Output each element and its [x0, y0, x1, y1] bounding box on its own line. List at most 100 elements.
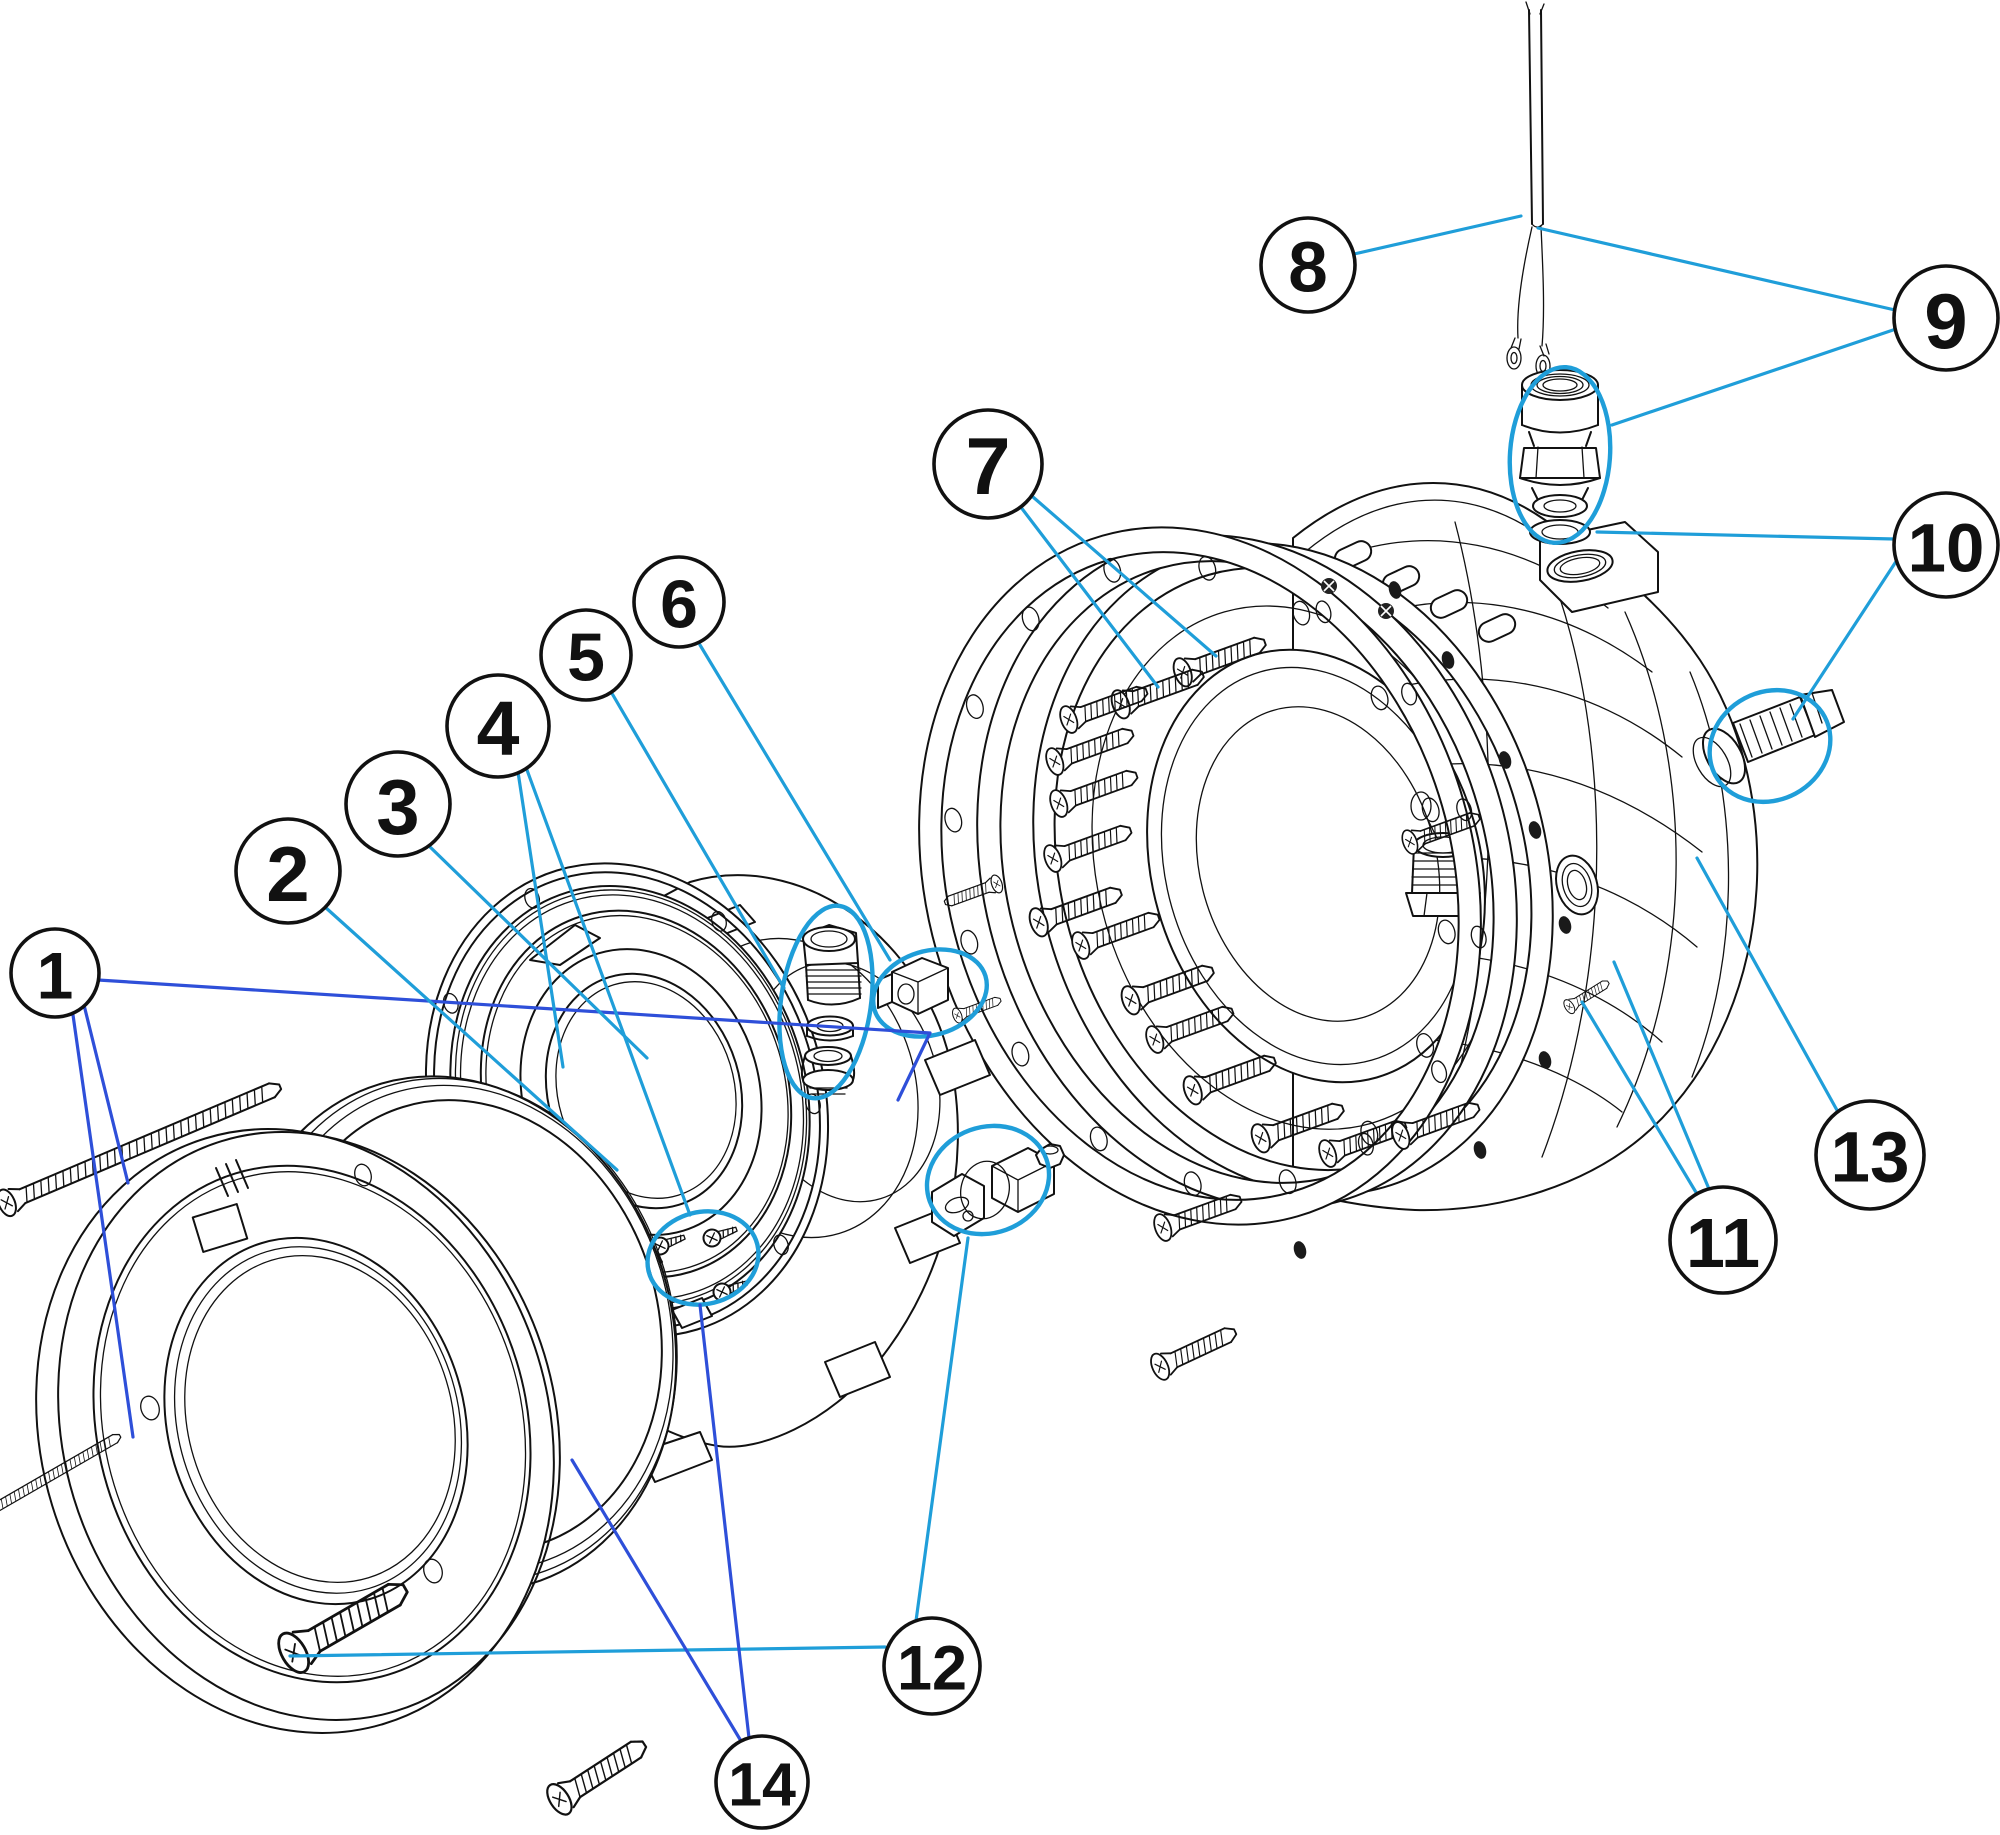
leader-line-2 [323, 905, 619, 1172]
leader-line-10 [1791, 558, 1899, 721]
bolt-hole [524, 887, 541, 909]
leader-line-11 [1580, 1000, 1699, 1196]
bolt-hole [1103, 557, 1122, 583]
callout-number: 6 [660, 567, 698, 643]
callout-number: 13 [1831, 1118, 1910, 1197]
leader-line-7 [1031, 495, 1218, 658]
callout-number: 4 [477, 686, 520, 772]
leader-line-1 [82, 1003, 130, 1185]
leader-line-9 [1610, 327, 1898, 427]
callout-number: 9 [1924, 277, 1967, 365]
callout-balloon [714, 1734, 810, 1830]
bolt-hole [773, 1234, 789, 1256]
callout-number: 5 [567, 620, 605, 696]
callout-balloon [234, 817, 342, 925]
callout-8: 8 [1259, 216, 1357, 314]
leader-line-8 [1352, 214, 1523, 256]
callout-number: 8 [1288, 228, 1328, 307]
highlight-lamp-fixing-screws [645, 1209, 761, 1307]
cable-entry-boss [1539, 521, 1659, 613]
bolt-hole [1431, 1060, 1448, 1084]
flange-holes [944, 555, 1487, 1197]
callout-6: 6 [632, 555, 726, 649]
bolt-hole [1416, 1033, 1435, 1058]
callout-number: 3 [376, 763, 419, 851]
bolt-hole [1437, 919, 1456, 945]
bolt-hole [965, 694, 984, 719]
callout-balloon [344, 750, 452, 858]
callout-balloon [445, 673, 551, 779]
leader-line-4 [516, 770, 565, 1069]
highlight-side-plug [1707, 687, 1833, 805]
bolt-hole [1183, 1171, 1202, 1197]
bolt-hole [1370, 685, 1389, 711]
leader-line-12 [914, 1236, 970, 1623]
leader-line-5 [608, 688, 786, 990]
leader-line-6 [698, 643, 892, 962]
leader-line-7 [1018, 504, 1160, 689]
bolt-hole [1401, 682, 1418, 706]
callout-balloon [539, 608, 633, 702]
callout-4: 4 [445, 673, 551, 779]
bolt-hole [1357, 1132, 1374, 1156]
callout-14: 14 [714, 1734, 810, 1830]
callout-number: 1 [37, 939, 74, 1013]
callout-balloon [932, 408, 1044, 520]
bolt-hole [1089, 1126, 1108, 1152]
callout-10: 10 [1892, 491, 2000, 599]
bezel-label [191, 1203, 249, 1253]
bolt-hole [1292, 600, 1311, 626]
callout-balloon [1668, 1185, 1778, 1295]
highlight-cable-clamp [870, 947, 990, 1039]
side-threaded-hole [1555, 854, 1599, 916]
callout-5: 5 [539, 608, 633, 702]
bolt-hole [1470, 925, 1487, 949]
callout-balloon [882, 1616, 982, 1716]
bolt-hole [1198, 555, 1217, 581]
callout-balloon [9, 927, 101, 1019]
leader-line-4 [525, 768, 692, 1217]
callout-number: 2 [266, 830, 309, 918]
highlight-cable-gland-assembly [1507, 364, 1613, 546]
bolt-hole [1421, 797, 1440, 823]
callout-balloon [1892, 491, 2000, 599]
callout-7: 7 [932, 408, 1044, 520]
leader-line-12 [288, 1645, 887, 1658]
leader-line-1 [71, 1013, 135, 1439]
leader-line-3 [425, 842, 649, 1060]
callout-1: 1 [9, 927, 101, 1019]
installed-screws [1321, 578, 1394, 619]
callout-balloon [632, 555, 726, 649]
cable-clamp [877, 872, 1006, 1025]
callout-11: 11 [1668, 1185, 1778, 1295]
callout-balloon [1259, 216, 1357, 314]
highlight-ellipses [645, 364, 1833, 1307]
callout-balloon [1814, 1099, 1926, 1211]
callout-number: 10 [1908, 509, 1985, 586]
bolt-hole [1315, 600, 1332, 624]
niche-housing-body [918, 482, 1845, 1259]
leader-line-14 [698, 1303, 751, 1740]
bezel-grip-marks [215, 1159, 249, 1197]
bolt-hole [1011, 1041, 1030, 1067]
bolt-hole [1456, 798, 1473, 822]
flange-dark-holes [1293, 581, 1572, 1259]
bolt-hole [805, 1093, 821, 1115]
callout-number: 11 [1686, 1204, 1760, 1282]
leader-line-11 [1612, 960, 1711, 1191]
leader-line-10 [1595, 530, 1896, 541]
bezel-ring [35, 1128, 561, 1734]
power-cable [1506, 1, 1551, 378]
callout-number: 7 [965, 422, 1010, 512]
leader-line-14 [570, 1458, 743, 1743]
leader-lines [71, 214, 1899, 1743]
callout-number: 14 [728, 1750, 796, 1818]
cable-gland-assembly [1519, 369, 1601, 545]
bolt-hole [960, 929, 979, 955]
callout-9: 9 [1892, 264, 2000, 372]
lamp-gland-parts [800, 924, 862, 1095]
callout-balloon [1892, 264, 2000, 372]
highlight-sensor-parts [924, 1123, 1052, 1237]
